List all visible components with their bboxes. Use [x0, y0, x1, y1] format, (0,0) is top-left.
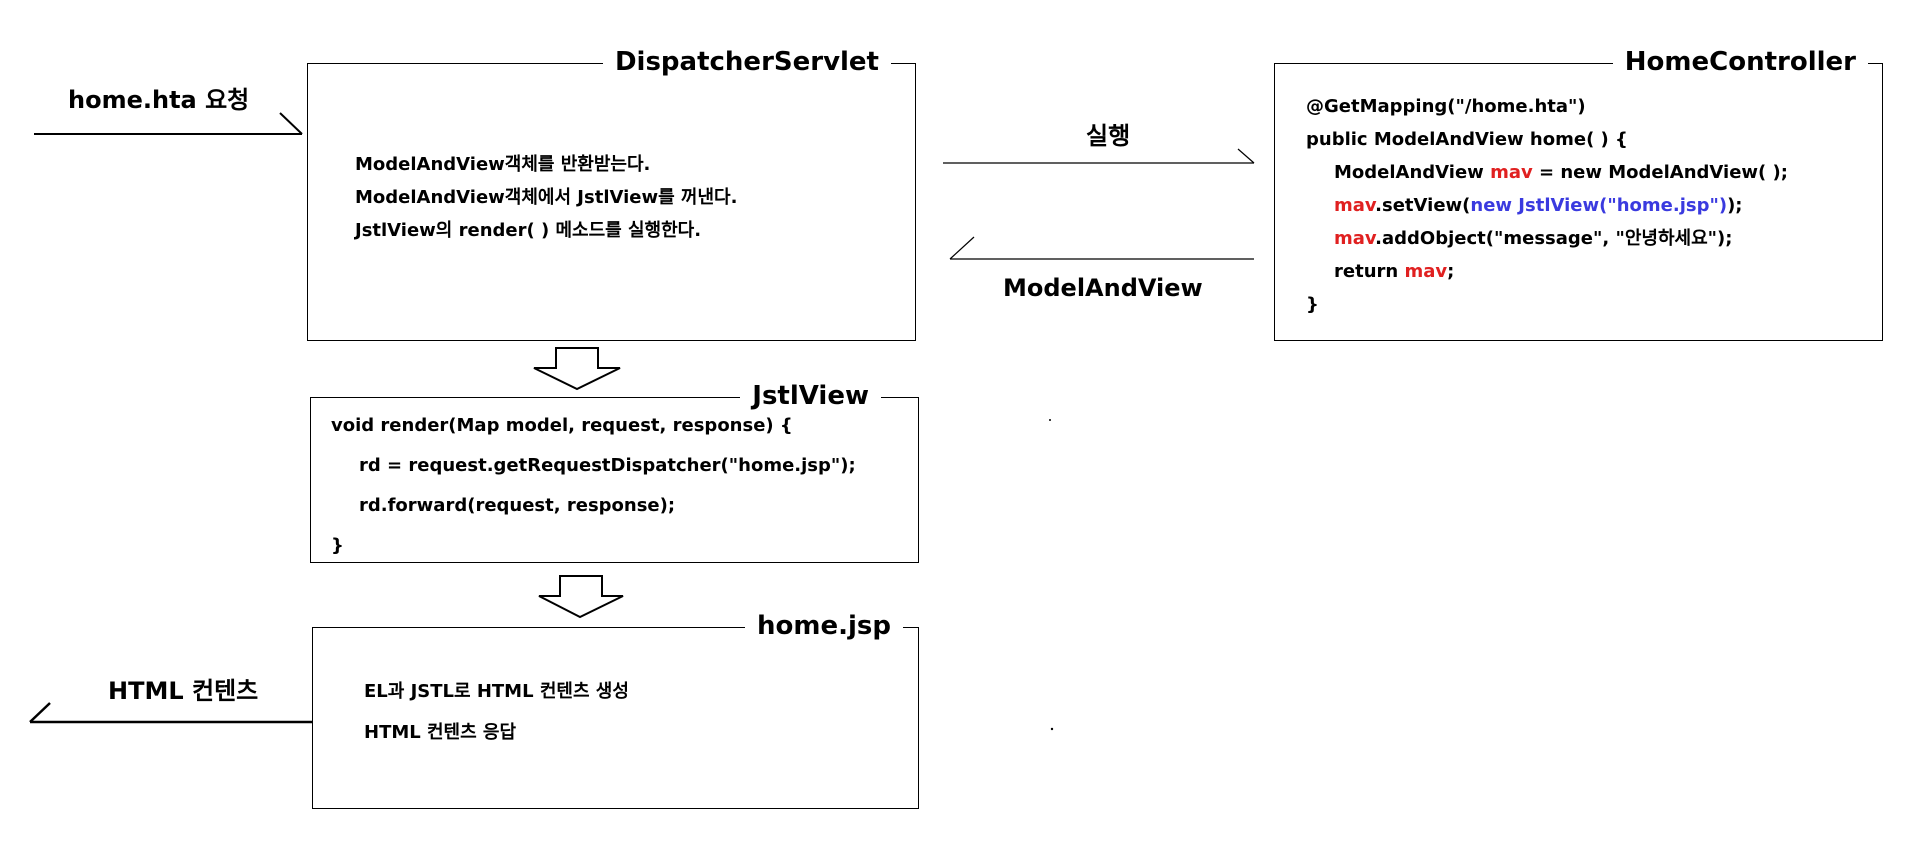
code-text: ModelAndView — [1334, 162, 1491, 183]
dot-mark — [1050, 727, 1054, 731]
home-jsp-title: home.jsp — [745, 611, 903, 641]
code-var: mav — [1490, 162, 1533, 183]
return-label: ModelAndView — [1003, 274, 1203, 302]
dispatcher-line: ModelAndView객체를 반환받는다. — [355, 154, 651, 175]
jstl-view-box: JstlView void render(Map model, request,… — [310, 381, 919, 563]
jstl-view-line: rd = request.getRequestDispatcher("home.… — [359, 455, 856, 476]
controller-line: public ModelAndView home( ) { — [1306, 129, 1628, 150]
code-text: ; — [1447, 261, 1455, 282]
down-arrow-icon — [538, 575, 624, 619]
home-controller-title: HomeController — [1612, 47, 1868, 77]
controller-line: } — [1306, 294, 1319, 315]
down-arrow-icon — [533, 347, 621, 391]
execute-label: 실행 — [1086, 122, 1131, 150]
response-arrow — [29, 702, 315, 724]
jstl-view-line: } — [331, 535, 344, 556]
return-arrow — [949, 236, 1254, 260]
controller-line: return mav; — [1334, 261, 1454, 283]
code-text: return — [1334, 261, 1405, 282]
dispatcher-servlet-box: DispatcherServlet ModelAndView객체를 반환받는다.… — [307, 47, 916, 341]
request-arrow — [34, 112, 303, 135]
code-text: .addObject("message", "안녕하세요"); — [1375, 228, 1733, 249]
code-text: .setView( — [1375, 195, 1471, 216]
code-text: ); — [1727, 195, 1743, 216]
controller-line: mav.setView(new JstlView("home.jsp")); — [1334, 195, 1743, 217]
home-jsp-line: HTML 컨텐츠 응답 — [364, 722, 517, 743]
code-var: mav — [1404, 261, 1448, 282]
dispatcher-line: JstlView의 render( ) 메소드를 실행한다. — [355, 220, 702, 241]
controller-line: @GetMapping("/home.hta") — [1306, 96, 1586, 117]
home-controller-box: HomeController @GetMapping("/home.hta") … — [1274, 47, 1883, 341]
dot-mark — [1049, 419, 1051, 421]
dispatcher-servlet-title: DispatcherServlet — [602, 47, 891, 77]
jstl-view-line: rd.forward(request, response); — [359, 495, 676, 516]
execute-arrow — [943, 148, 1255, 164]
code-var: mav — [1334, 195, 1376, 216]
controller-line: mav.addObject("message", "안녕하세요"); — [1334, 228, 1732, 250]
code-text: = new ModelAndView( ); — [1532, 162, 1788, 183]
dispatcher-line: ModelAndView객체에서 JstlView를 꺼낸다. — [355, 187, 738, 208]
html-content-label: HTML 컨텐츠 — [108, 677, 259, 705]
controller-line: ModelAndView mav = new ModelAndView( ); — [1334, 162, 1788, 184]
jstl-view-line: void render(Map model, request, response… — [331, 415, 793, 436]
jstl-view-title: JstlView — [740, 381, 881, 411]
code-var: mav — [1334, 228, 1376, 249]
request-label: home.hta 요청 — [68, 86, 250, 114]
home-jsp-line: EL과 JSTL로 HTML 컨텐츠 생성 — [364, 681, 629, 702]
home-jsp-box: home.jsp EL과 JSTL로 HTML 컨텐츠 생성 HTML 컨텐츠 … — [312, 611, 919, 809]
code-new: new JstlView("home.jsp") — [1470, 195, 1728, 216]
